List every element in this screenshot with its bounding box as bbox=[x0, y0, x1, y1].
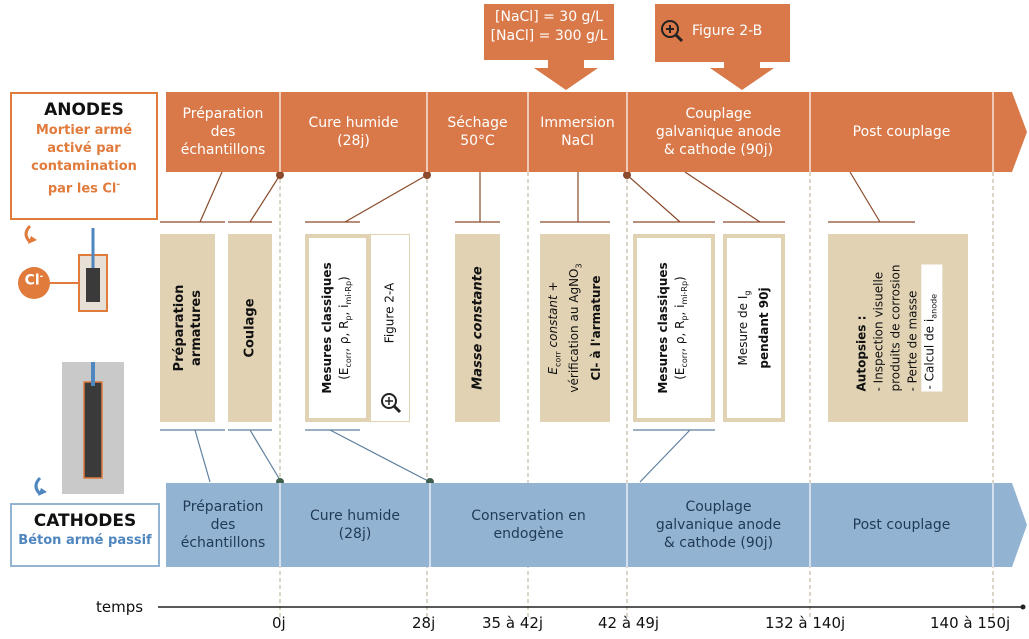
tick-0j: 0j bbox=[272, 614, 286, 632]
tick-42-49j: 42 à 49j bbox=[598, 614, 660, 632]
chloride-ion-label: Cl- bbox=[24, 272, 44, 289]
anodes-panel: ANODES Mortier armé activé par contamina… bbox=[10, 92, 158, 220]
tick-132-140j: 132 à 140j bbox=[765, 614, 846, 632]
cathodes-description: Béton armé passif bbox=[18, 533, 152, 548]
zoom-in-icon bbox=[661, 20, 684, 43]
box-mesures-classiques-2: Mesures classiques (Ecorr, ρ, Rp, imi-Rp… bbox=[633, 234, 715, 422]
zoom-in-icon bbox=[381, 393, 402, 414]
cathode-phase-post-couplage: Post couplage bbox=[852, 517, 951, 533]
box-mesure-ig: Mesure de Ig pendant 90j bbox=[723, 234, 785, 422]
tick-28j: 28j bbox=[412, 614, 436, 632]
box-mesures-classiques-1: Mesures classiques (Ecorr, ρ, Rp, imi-Rp… bbox=[305, 234, 370, 422]
cathodes-panel: CATHODES Béton armé passif bbox=[10, 503, 160, 567]
box-autopsies: Autopsies : - Inspection visuelle produi… bbox=[828, 234, 968, 422]
cathode-phase-cure: Cure humide(28j) bbox=[310, 508, 400, 542]
figure-2b-callout: Figure 2-B bbox=[660, 16, 790, 46]
box-figure-2a: Figure 2-A bbox=[370, 234, 410, 422]
anode-phase-post-couplage: Post couplage bbox=[852, 124, 951, 140]
tick-140-150j: 140 à 150j bbox=[930, 614, 1011, 632]
tick-35-42j: 35 à 42j bbox=[482, 614, 544, 632]
box-coulage: Coulage bbox=[228, 234, 272, 422]
nacl-callout: [NaCl] = 30 g/L [NaCl] = 300 g/L bbox=[490, 9, 608, 44]
timeline-label: temps bbox=[96, 598, 144, 616]
box-masse-constante: Masse constante bbox=[455, 234, 500, 422]
cathodes-title: CATHODES bbox=[33, 511, 137, 531]
anode-phase-cure: Cure humide(28j) bbox=[308, 115, 399, 149]
anodes-description: Mortier armé activé par contamination pa… bbox=[31, 123, 137, 197]
anodes-title: ANODES bbox=[44, 100, 124, 120]
box-ecorr-verification: Ecorr constant + vérification au AgNO3 C… bbox=[540, 234, 610, 422]
